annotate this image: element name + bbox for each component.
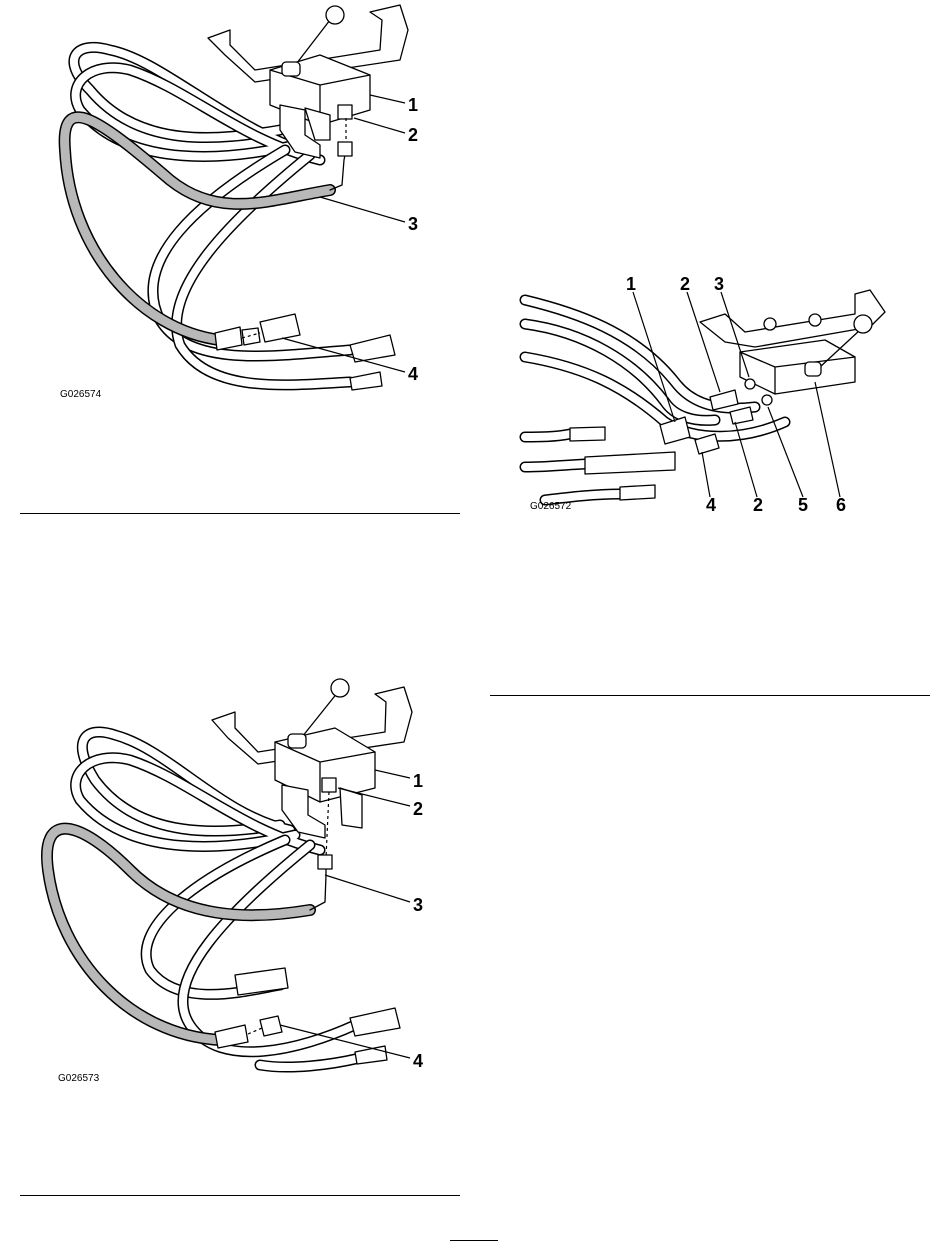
figure-divider bbox=[20, 513, 460, 514]
callout-3: 3 bbox=[408, 215, 418, 233]
page-number-rule bbox=[450, 1240, 498, 1241]
callout-1: 1 bbox=[413, 772, 423, 790]
figure-g026572: 1 2 3 4 2 5 6 G026572 bbox=[525, 272, 950, 522]
control-valve-icon bbox=[700, 290, 885, 394]
hydraulic-hose-icon bbox=[20, 680, 460, 1090]
callout-2: 2 bbox=[408, 126, 418, 144]
callout-5: 5 bbox=[798, 496, 808, 514]
callout-1: 1 bbox=[626, 275, 636, 293]
callout-4: 4 bbox=[413, 1052, 423, 1070]
callout-4: 4 bbox=[408, 365, 418, 383]
callout-2b: 2 bbox=[753, 496, 763, 514]
callout-3: 3 bbox=[413, 896, 423, 914]
figure-g026573: 1 2 3 4 G026573 bbox=[20, 680, 460, 1090]
hydraulic-hose-icon bbox=[20, 0, 460, 410]
callout-6: 6 bbox=[836, 496, 846, 514]
callout-4: 4 bbox=[706, 496, 716, 514]
hydraulic-hose-icon bbox=[525, 272, 905, 522]
figure-id: G026574 bbox=[60, 390, 101, 400]
callout-3: 3 bbox=[714, 275, 724, 293]
callout-1: 1 bbox=[408, 96, 418, 114]
figure-divider bbox=[490, 695, 930, 696]
callout-2: 2 bbox=[413, 800, 423, 818]
figure-id: G026572 bbox=[530, 502, 571, 512]
callout-2: 2 bbox=[680, 275, 690, 293]
figure-divider bbox=[20, 1195, 460, 1196]
figure-id: G026573 bbox=[58, 1074, 99, 1084]
figure-g026574: 1 2 3 4 G026574 bbox=[20, 0, 460, 410]
